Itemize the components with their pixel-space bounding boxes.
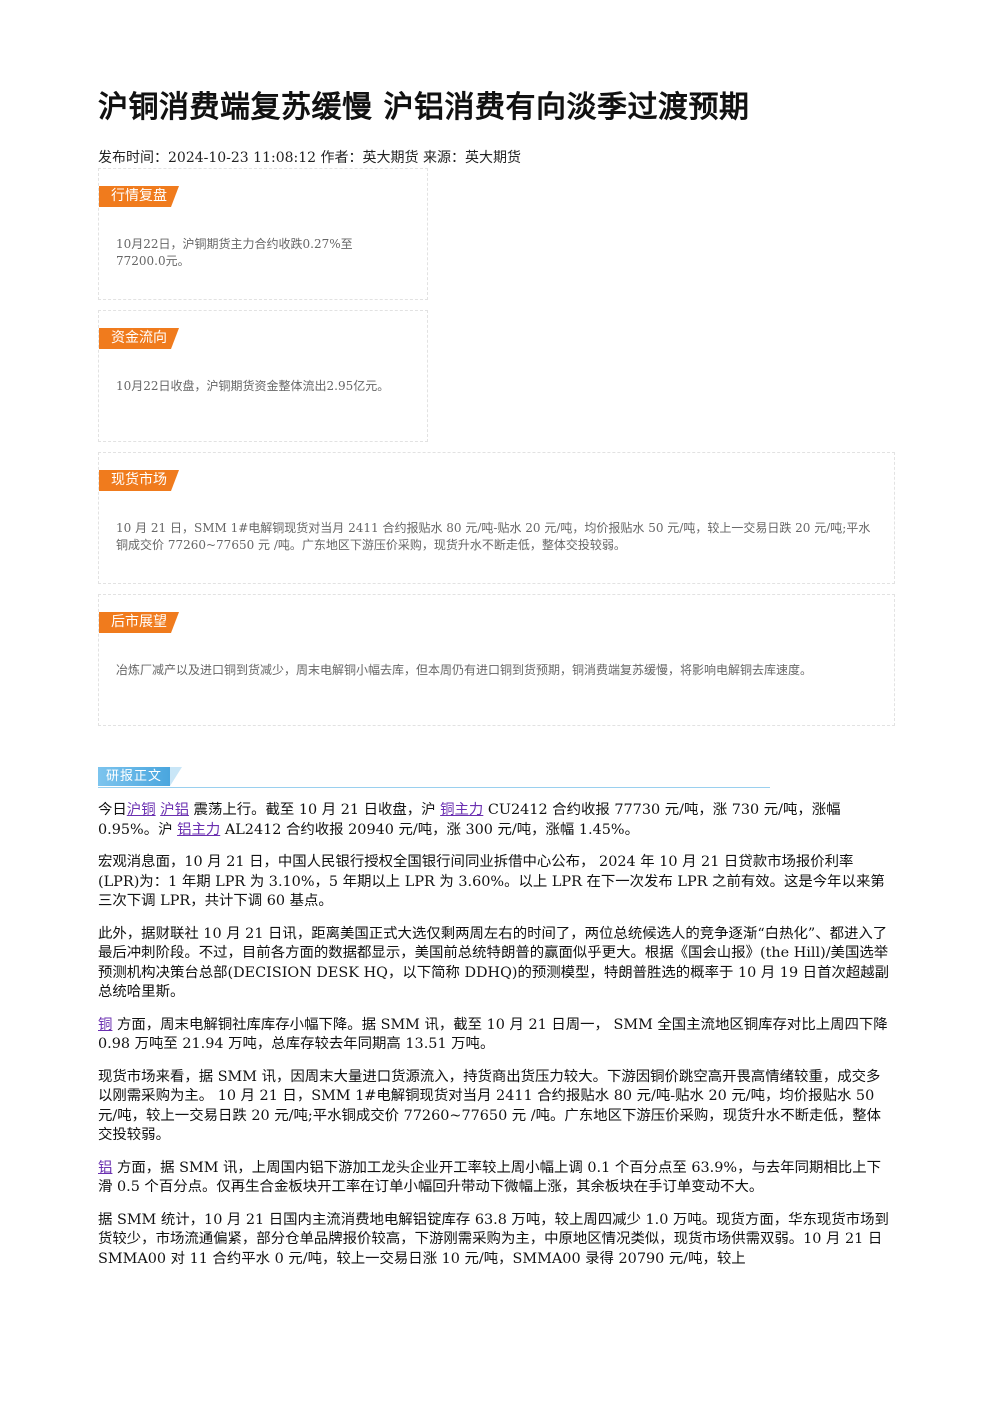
article-paragraph: 现货市场来看，据 SMM 讯，因周末大量进口货源流入，持货商出货压力较大。下游因… <box>98 1068 881 1144</box>
article-paragraph: 此外，据财联社 10 月 21 日讯，距离美国正式大选仅剩两周左右的时间了，两位… <box>98 925 890 1001</box>
article-paragraph: 铜 方面，周末电解铜社库库存小幅下降。据 SMM 讯，截至 10 月 21 日周… <box>98 1016 894 1055</box>
link-copper[interactable]: 铜 <box>98 1016 113 1033</box>
card-capital-flow: 资金流向 10月22日收盘，沪铜期货资金整体流出2.95亿元。 <box>98 310 428 442</box>
text-run: 今日 <box>98 802 127 818</box>
link-copper-main[interactable]: 铜主力 <box>440 802 484 818</box>
article-paragraph: 宏观消息面，10 月 21 日，中国人民银行授权全国银行间同业拆借中心公布， 2… <box>98 854 885 909</box>
card-body: 10月22日，沪铜期货主力合约收跌0.27%至77200.0元。 <box>116 237 353 268</box>
card-tag: 行情复盘 <box>99 186 179 207</box>
report-tag: 研报正文 <box>98 767 183 786</box>
link-hulv[interactable]: 沪铝 <box>160 802 189 818</box>
text-run: AL2412 合约收报 20940 元/吨，涨 300 元/吨，涨幅 1.45%… <box>224 821 639 838</box>
card-market-review: 行情复盘 10月22日，沪铜期货主力合约收跌0.27%至77200.0元。 <box>98 168 428 300</box>
text-run: 方面，据 SMM 讯，上周国内铝下游加工龙头企业开工率较上周小幅上调 0.1 个… <box>98 1159 881 1196</box>
report-section-header: 研报正文 <box>98 767 770 788</box>
article-paragraph: 铝 方面，据 SMM 讯，上周国内铝下游加工龙头企业开工率较上周小幅上调 0.1… <box>98 1159 894 1198</box>
card-body: 10月22日收盘，沪铜期货资金整体流出2.95亿元。 <box>116 379 390 393</box>
card-tag: 现货市场 <box>99 470 179 491</box>
link-aluminum[interactable]: 铝 <box>98 1159 113 1176</box>
article-meta: 发布时间：2024-10-23 11:08:12 作者：英大期货 来源：英大期货 <box>98 150 521 166</box>
card-body: 10 月 21 日，SMM 1#电解铜现货对当月 2411 合约报贴水 80 元… <box>116 521 871 552</box>
card-tag: 资金流向 <box>99 328 179 349</box>
card-body: 冶炼厂减产以及进口铜到货减少，周末电解铜小幅去库，但本周仍有进口铜到货预期，铜消… <box>116 663 813 677</box>
page-title: 沪铜消费端复苏缓慢 沪铝消费有向淡季过渡预期 <box>98 90 750 125</box>
card-spot-market: 现货市场 10 月 21 日，SMM 1#电解铜现货对当月 2411 合约报贴水… <box>98 452 895 584</box>
text-run: CU2412 合约收报 77730 元/吨，涨 730 元/吨，涨幅 0.95%… <box>98 802 841 838</box>
text-run: 震荡上行。截至 10 月 21 日收盘，沪 <box>193 802 436 818</box>
article-paragraph: 今日沪铜 沪铝 震荡上行。截至 10 月 21 日收盘，沪 铜主力 CU2412… <box>98 801 894 840</box>
card-outlook: 后市展望 冶炼厂减产以及进口铜到货减少，周末电解铜小幅去库，但本周仍有进口铜到货… <box>98 594 895 726</box>
article-body: 今日沪铜 沪铝 震荡上行。截至 10 月 21 日收盘，沪 铜主力 CU2412… <box>98 801 894 1282</box>
link-hutong[interactable]: 沪铜 <box>126 802 156 818</box>
text-run: 方面，周末电解铜社库库存小幅下降。据 SMM 讯，截至 10 月 21 日周一，… <box>98 1016 888 1053</box>
card-tag: 后市展望 <box>99 612 179 633</box>
article-paragraph: 据 SMM 统计，10 月 21 日国内主流消费地电解铝锭库存 63.8 万吨，… <box>98 1211 889 1267</box>
link-aluminum-main[interactable]: 铝主力 <box>177 821 221 838</box>
